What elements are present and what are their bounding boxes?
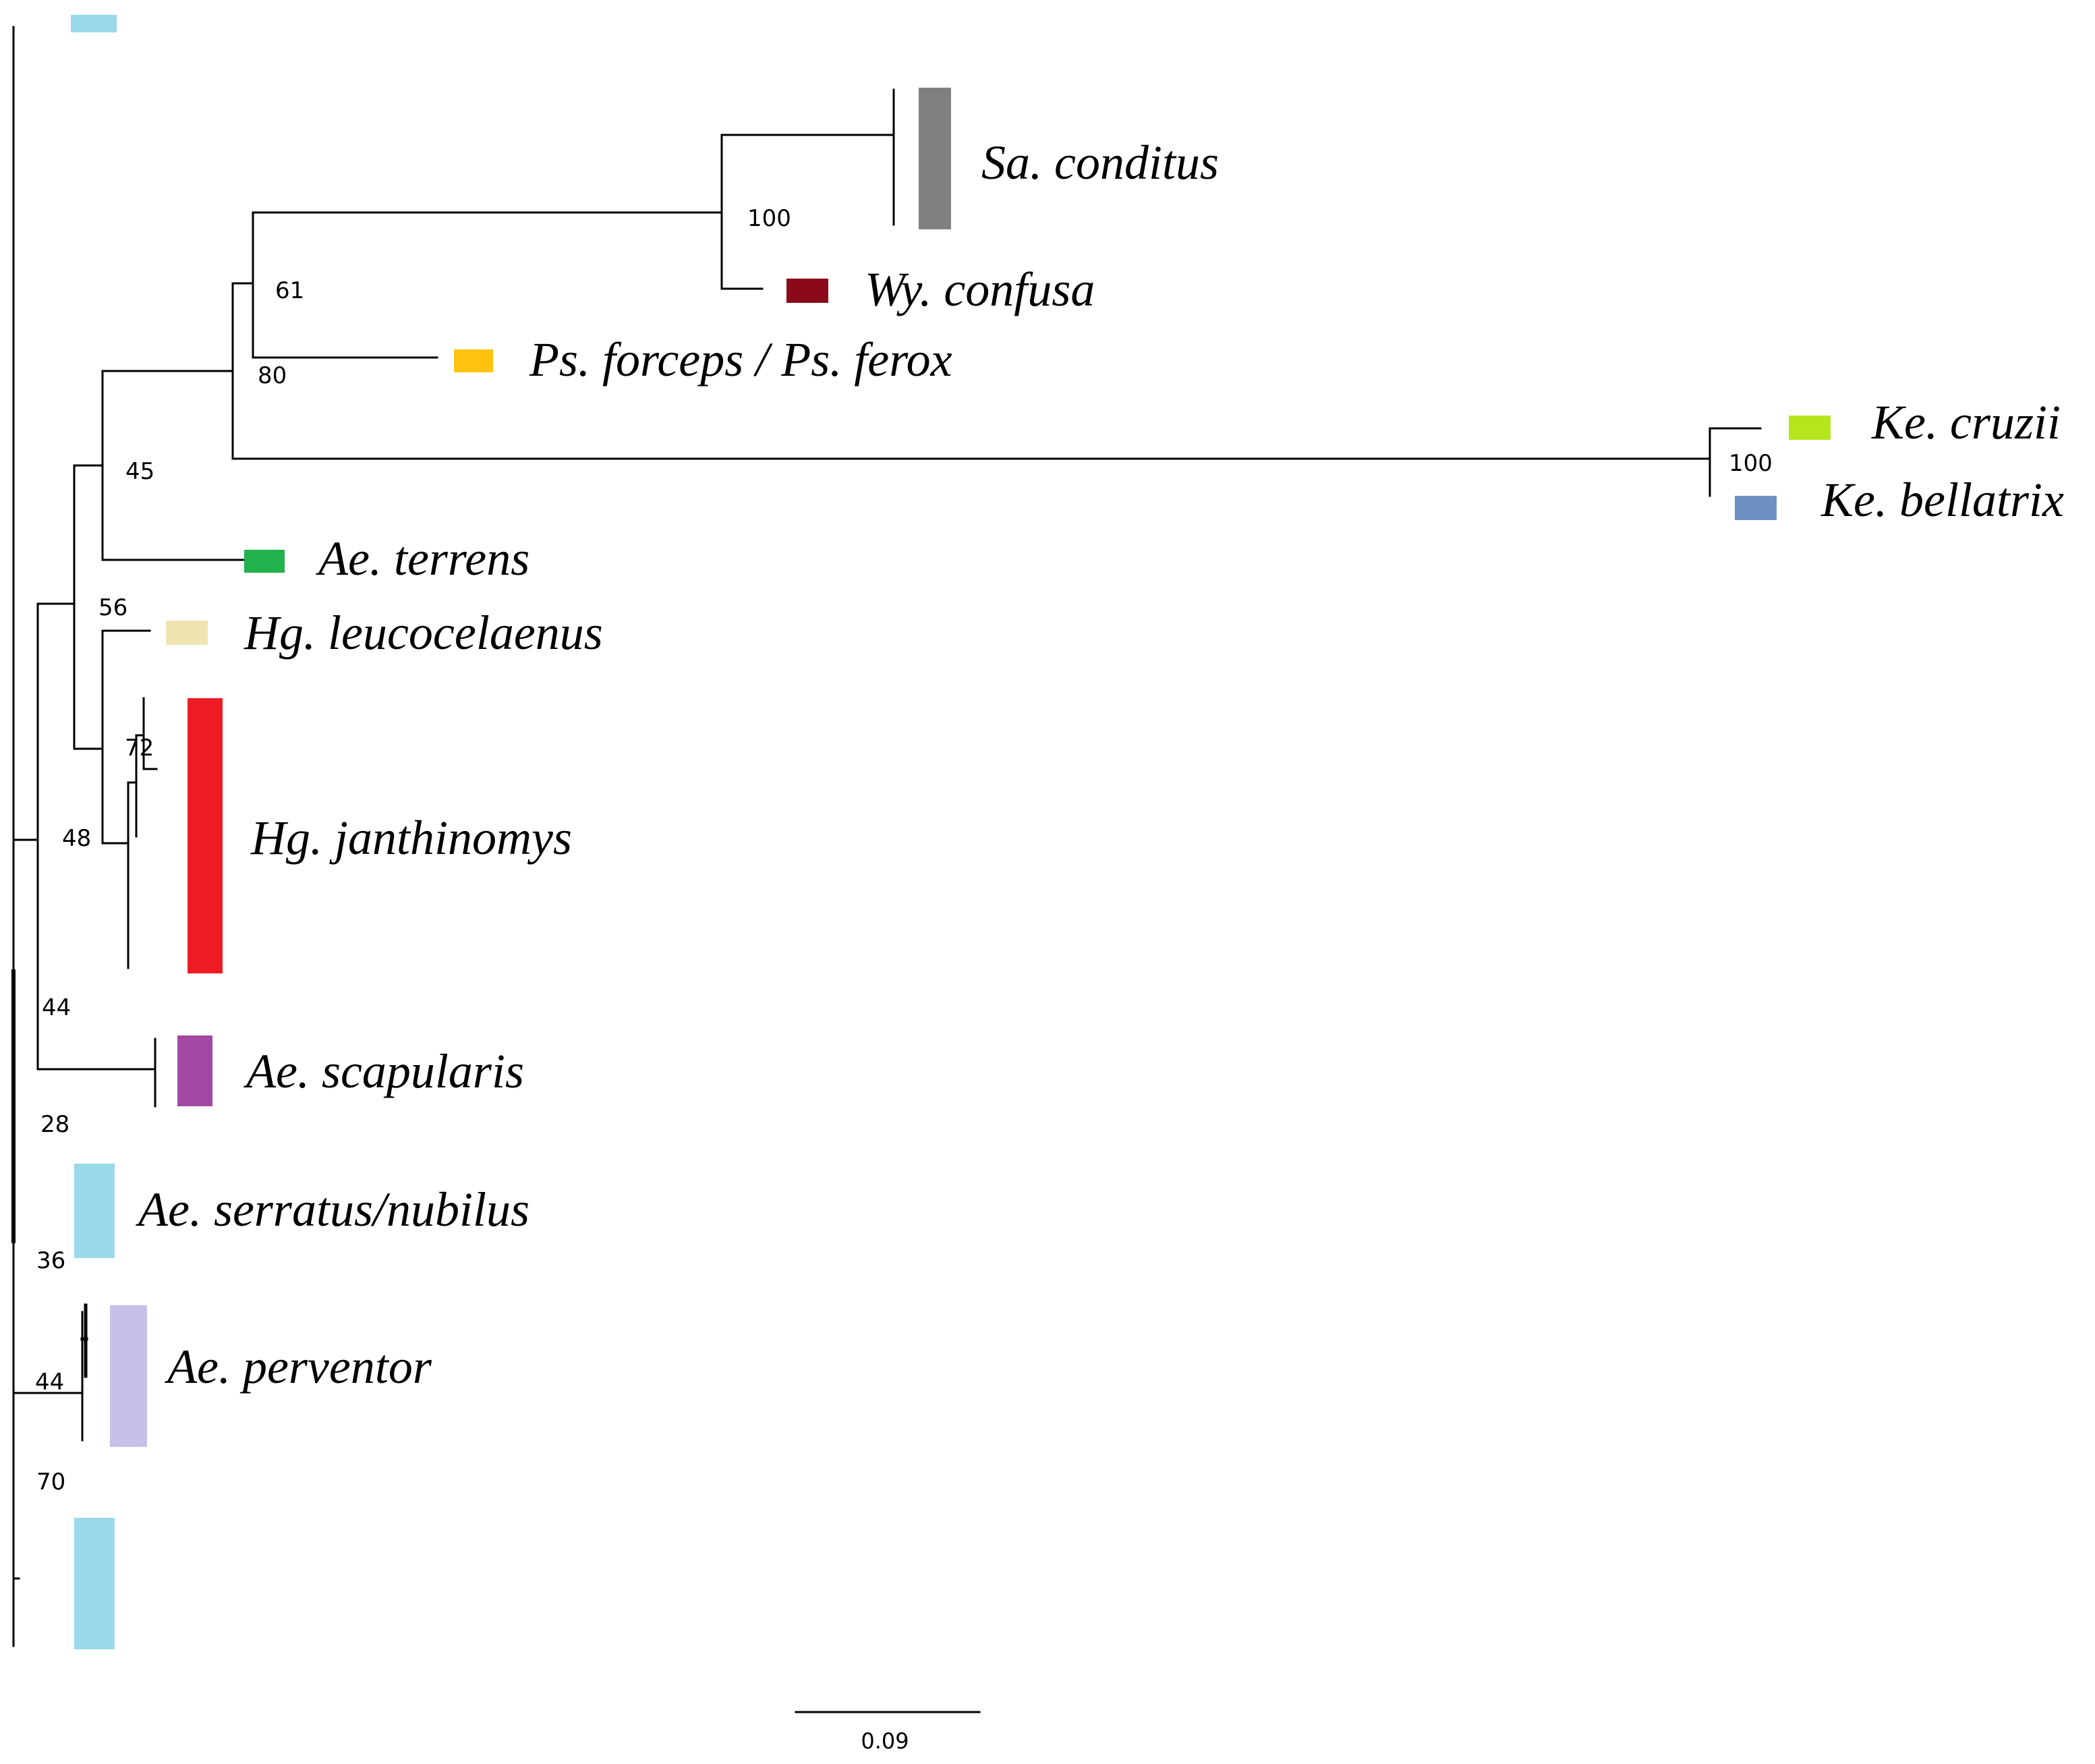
support-value: 48 [62,825,91,852]
taxon-label-wy-confusa: Wy. confusa [865,262,1095,316]
taxon-label-hg-leucocelaenus: Hg. leucocelaenus [243,606,603,660]
color-bar-wy-confusa [786,279,828,303]
color-bar-hg-janthinomys [188,698,223,973]
support-value: 80 [258,362,287,389]
taxon-labels: Sa. conditus Wy. confusa Ps. forceps / P… [136,136,2064,1394]
taxon-label-ae-scapularis: Ae. scapularis [243,1044,524,1098]
color-bar-hg-leucocelaenus [166,621,208,645]
color-bar-ae-perventor [110,1305,147,1447]
support-value: 100 [747,205,791,232]
support-value: 44 [35,1369,64,1396]
color-bar-ps-forceps [454,349,493,372]
support-value: 44 [42,994,71,1021]
taxon-label-ae-serratus: Ae. serratus/nubilus [136,1183,529,1236]
support-value: 70 [36,1469,65,1496]
support-value: 28 [40,1111,69,1138]
clade-color-bars [71,15,1831,1649]
color-bar-ae-scapularis [177,1035,212,1106]
taxon-label-ae-terrens: Ae. terrens [316,532,529,586]
tree-branches [11,26,1762,1647]
color-bar-sa-conditus [919,88,951,229]
color-bar-ae-serratus [74,1164,115,1258]
color-bar-ke-cruzii [1789,416,1831,440]
scale-bar: 0.09 [795,1711,981,1754]
support-value: 72 [125,735,154,762]
support-value: 61 [275,277,304,304]
taxon-label-sa-conditus: Sa. conditus [981,136,1219,190]
color-bar-ae-serratus-bottom [74,1518,115,1649]
color-bar-ae-terrens [244,550,285,573]
color-bar-ke-bellatrix [1735,496,1777,520]
support-value: 100 [1729,450,1773,477]
support-value: 36 [36,1247,65,1274]
support-value: 56 [98,594,127,621]
support-value: 45 [125,458,154,485]
scale-bar-label: 0.09 [861,1728,909,1754]
taxon-label-ke-cruzii: Ke. cruzii [1871,395,2061,449]
taxon-label-ke-bellatrix: Ke. bellatrix [1820,473,2064,527]
color-bar-ae-serratus-top [71,15,117,32]
taxon-label-ps-forceps: Ps. forceps / Ps. ferox [529,333,952,387]
taxon-label-hg-janthinomys: Hg. janthinomys [250,811,572,865]
taxon-label-ae-perventor: Ae. perventor [165,1340,432,1394]
support-values: 100 61 80 45 100 56 72 48 44 28 36 44 70 [35,205,1773,1496]
